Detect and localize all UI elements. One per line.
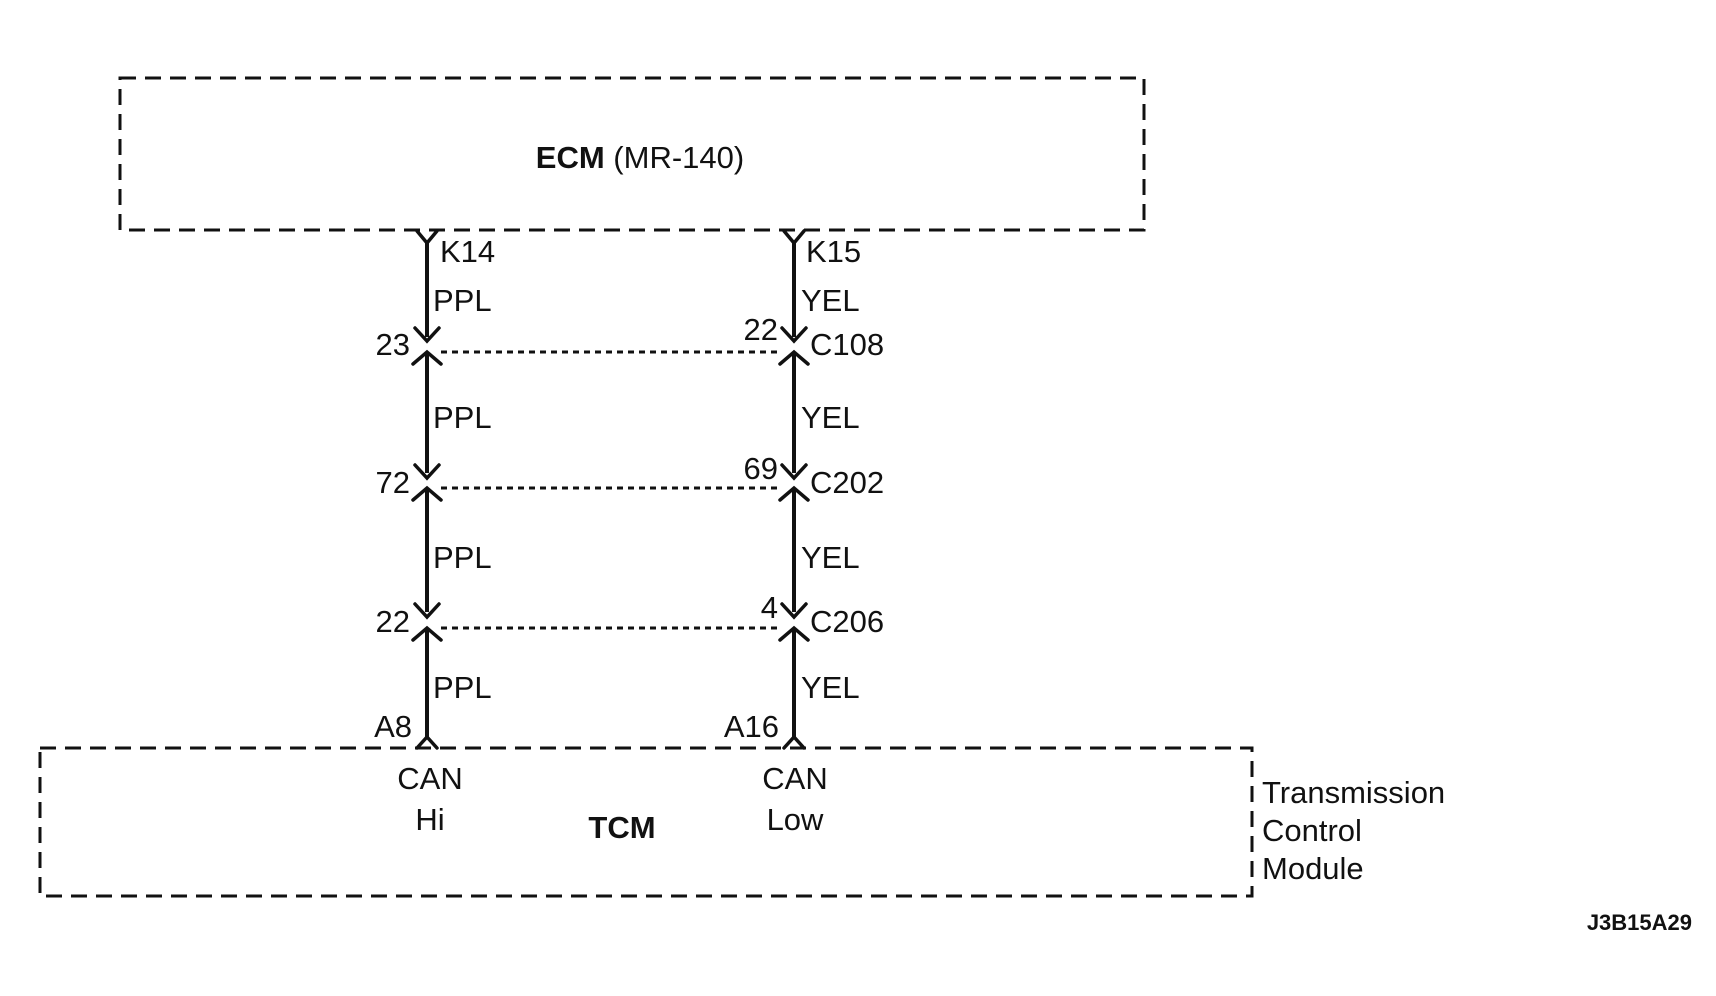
tcm-can-low-line-2: Low (767, 802, 824, 837)
left-c108-pin: 23 (376, 327, 410, 362)
left-wire-color-4: PPL (433, 670, 492, 705)
left-wire-color-1: PPL (433, 283, 492, 318)
tcm-box (38, 746, 1254, 898)
left-wire-c202-male (413, 463, 441, 481)
right-ecm-pin-label: K15 (806, 234, 861, 269)
connector-c108-label: C108 (810, 327, 884, 362)
right-wire-ecm-terminal (782, 229, 806, 246)
tcm-can-hi-line-1: CAN (397, 761, 462, 796)
connector-c202-label: C202 (810, 465, 884, 500)
connector-c206-label: C206 (810, 604, 884, 639)
left-ecm-pin-label: K14 (440, 234, 495, 269)
left-wire-c108-male (413, 326, 441, 344)
left-wire-color-3: PPL (433, 540, 492, 575)
right-wire-c202-male (780, 463, 808, 481)
tcm-title: TCM (588, 810, 655, 845)
ecm-name: ECM (536, 140, 605, 175)
right-wire-color-1: YEL (801, 283, 860, 318)
tcm-low-pin-label: A16 (724, 709, 779, 744)
right-wire (778, 229, 810, 750)
right-wire-color-2: YEL (801, 400, 860, 435)
figure-id: J3B15A29 (1587, 910, 1692, 935)
left-wire-color-2: PPL (433, 400, 492, 435)
ecm-box (118, 76, 1146, 232)
left-c202-pin: 72 (376, 465, 410, 500)
right-c206-pin: 4 (761, 590, 778, 625)
ecm-part-number: (MR-140) (613, 140, 744, 175)
right-c108-pin: 22 (744, 312, 778, 347)
left-c206-pin: 22 (376, 604, 410, 639)
ecm-title: ECM (MR-140) (536, 140, 744, 175)
right-c202-pin: 69 (744, 451, 778, 486)
left-wire-c206-male (413, 602, 441, 620)
right-wire-color-4: YEL (801, 670, 860, 705)
left-wire-ecm-terminal (415, 229, 439, 246)
right-wire-c108-male (780, 326, 808, 344)
tcm-description-line-1: Transmission (1262, 775, 1445, 810)
tcm-description-line-2: Control (1262, 813, 1362, 848)
left-wire-tcm-terminal (415, 734, 439, 750)
left-wire (411, 229, 443, 750)
tcm-hi-pin-label: A8 (374, 709, 412, 744)
tcm-description-line-3: Module (1262, 851, 1364, 886)
tcm-can-hi-line-2: Hi (415, 802, 444, 837)
right-wire-tcm-terminal (782, 734, 806, 750)
right-wire-color-3: YEL (801, 540, 860, 575)
tcm-can-low-line-1: CAN (762, 761, 827, 796)
right-wire-c206-male (780, 602, 808, 620)
